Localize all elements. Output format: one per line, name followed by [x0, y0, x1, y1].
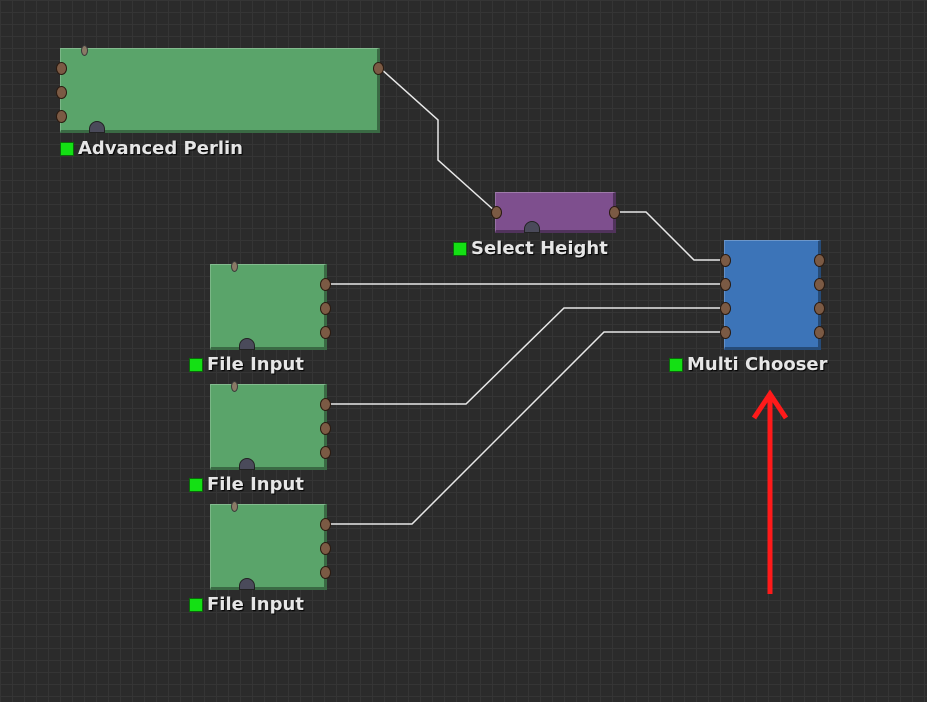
output-port[interactable] [814, 326, 825, 339]
input-port[interactable] [720, 302, 731, 315]
output-port[interactable] [524, 221, 540, 233]
connection-perlin-to-select-height [379, 67, 497, 213]
status-indicator [60, 141, 74, 156]
output-port[interactable] [814, 278, 825, 291]
connection-select-height-to-chooser [614, 211, 726, 261]
status-indicator [669, 357, 683, 372]
node-label: File Input [189, 594, 304, 615]
node-title: Multi Chooser [687, 354, 828, 375]
input-port[interactable] [231, 381, 238, 392]
input-port[interactable] [56, 86, 67, 99]
file-input-node[interactable] [210, 261, 331, 350]
multi-chooser-node[interactable] [720, 240, 825, 350]
output-port[interactable] [320, 326, 331, 339]
input-port[interactable] [231, 261, 238, 272]
output-port[interactable] [320, 398, 331, 411]
status-indicator [453, 241, 467, 256]
output-port[interactable] [89, 121, 105, 133]
connection-file-input-2-to-chooser [325, 307, 726, 405]
output-port[interactable] [320, 518, 331, 531]
output-port[interactable] [814, 302, 825, 315]
file-input-node[interactable] [210, 381, 331, 470]
input-port[interactable] [720, 254, 731, 267]
connection-file-input-3-to-chooser [325, 331, 726, 525]
node-title: File Input [207, 354, 304, 375]
node-title: File Input [207, 474, 304, 495]
node-title: Select Height [471, 238, 608, 259]
node-label: File Input [189, 354, 304, 375]
output-port[interactable] [320, 302, 331, 315]
node-label: Multi Chooser [669, 354, 828, 375]
output-port[interactable] [320, 446, 331, 459]
output-port[interactable] [609, 206, 620, 219]
node-label: Advanced Perlin [60, 138, 243, 159]
select-height-node[interactable] [491, 192, 620, 233]
node-label: File Input [189, 474, 304, 495]
node-label: Select Height [453, 238, 608, 259]
input-port[interactable] [231, 501, 238, 512]
node-title: Advanced Perlin [78, 138, 243, 159]
status-indicator [189, 357, 203, 372]
output-port[interactable] [320, 278, 331, 291]
input-port[interactable] [81, 45, 88, 56]
output-port[interactable] [239, 458, 255, 470]
input-port[interactable] [720, 326, 731, 339]
output-port[interactable] [320, 542, 331, 555]
output-port[interactable] [239, 578, 255, 590]
output-port[interactable] [239, 338, 255, 350]
annotation-arrow [751, 389, 789, 594]
status-indicator [189, 597, 203, 612]
input-port[interactable] [491, 206, 502, 219]
status-indicator [189, 477, 203, 492]
output-port[interactable] [814, 254, 825, 267]
input-port[interactable] [56, 110, 67, 123]
output-port[interactable] [320, 422, 331, 435]
output-port[interactable] [320, 566, 331, 579]
file-input-node[interactable] [210, 501, 331, 590]
input-port[interactable] [720, 278, 731, 291]
input-port[interactable] [56, 62, 67, 75]
advanced-perlin-node[interactable] [56, 45, 384, 133]
node-title: File Input [207, 594, 304, 615]
output-port[interactable] [373, 62, 384, 75]
